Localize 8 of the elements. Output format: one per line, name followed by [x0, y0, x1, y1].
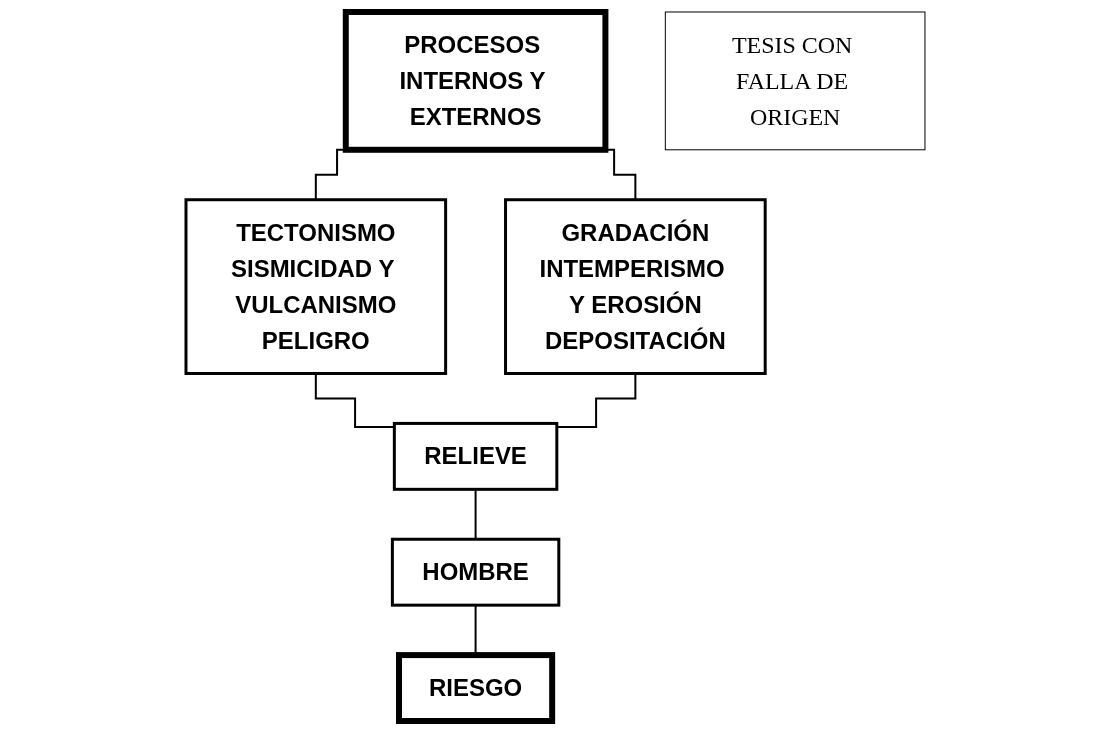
node-box	[395, 651, 555, 724]
node-box	[390, 537, 560, 607]
node-box	[503, 197, 767, 375]
node-box	[664, 11, 925, 150]
node-box	[392, 421, 558, 491]
node-box	[342, 8, 608, 153]
flowchart: PROCESOS INTERNOS Y EXTERNOS TECTONISMO SISMICIDAD Y VULCANISMO PELIGRO GRADACIÓN INTEMPERISMO Y EROSIÓN DEPOSITACIÓN RELIEVE HOMBRE RIESGO TESIS CON FALLA DE ORIGEN	[177, 3, 933, 729]
node-box	[184, 197, 447, 375]
